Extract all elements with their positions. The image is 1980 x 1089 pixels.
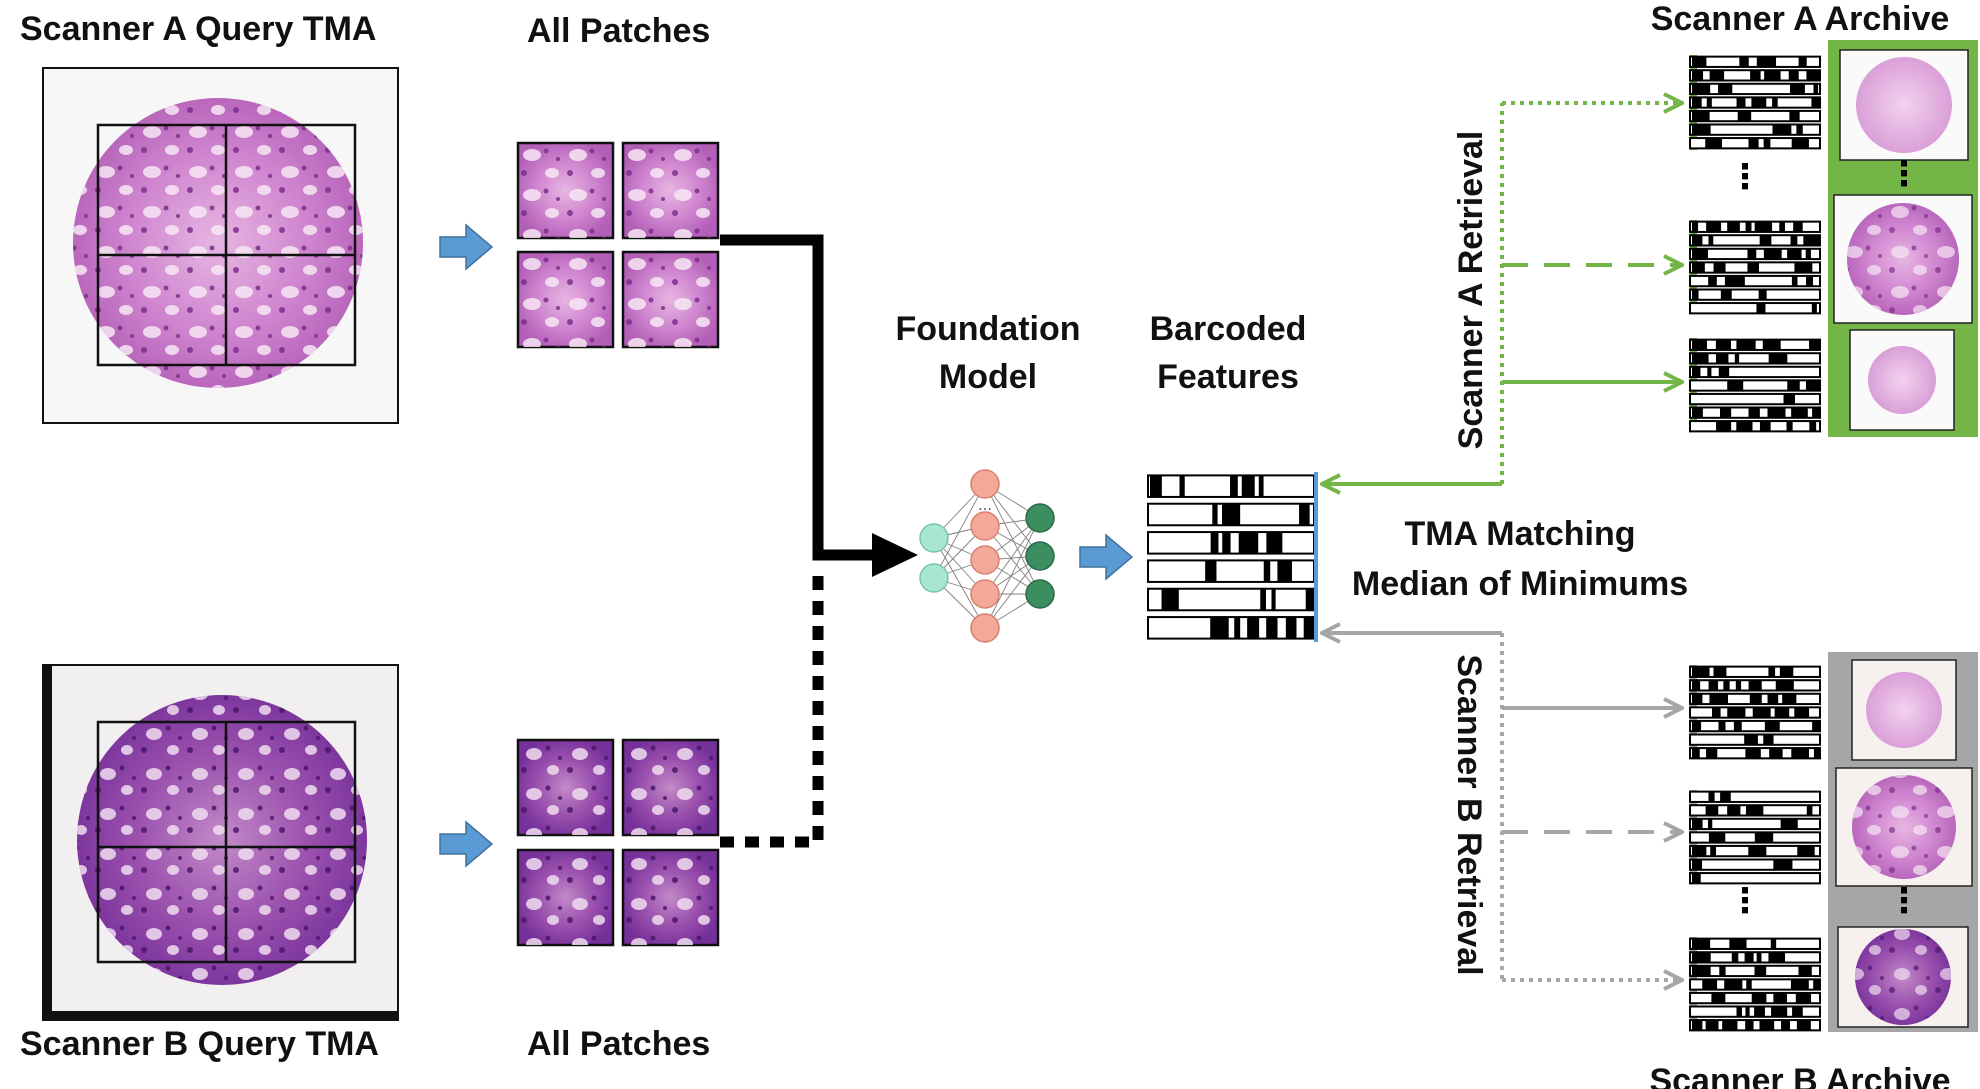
flow-arrow-icon (439, 224, 493, 270)
foundation-model-network-icon: … (919, 469, 1055, 643)
barcoded-features-title-1: Barcoded (1150, 310, 1307, 348)
archive-barcode-4 (1689, 665, 1821, 760)
barcoded-features-stripes (1147, 474, 1315, 640)
tma-matching-title: TMA Matching (1404, 515, 1635, 553)
archive-barcode-1 (1689, 55, 1821, 150)
archive-barcodes (1689, 55, 1821, 1032)
ellipsis-b-barcodes: ⋮ (1728, 881, 1762, 921)
all-patches-top-title: All Patches (527, 12, 710, 50)
scanner-b-query-tma (42, 664, 399, 1021)
archive-barcode-5 (1689, 790, 1821, 885)
scanner-a-retrieval-label: Scanner A Retrieval (1452, 131, 1490, 450)
patch-connectors (720, 234, 918, 848)
flow-arrow-icon (439, 821, 493, 867)
scanner-a-retrieval-arrows (1322, 103, 1682, 484)
flow-arrow-icon (1079, 534, 1133, 580)
all-patches-bottom-title: All Patches (527, 1025, 710, 1063)
patch-grid-b (516, 738, 720, 947)
barcoded-features-title-2: Features (1157, 358, 1299, 396)
scanner-a-query-tma (42, 67, 399, 424)
scanner-b-retrieval-arrows (1322, 633, 1682, 980)
ellipsis-a-images: ⋮ (1887, 154, 1921, 194)
median-of-minimums-title: Median of Minimums (1352, 565, 1688, 603)
patch-grid-a (516, 141, 720, 349)
archive-barcode-2 (1689, 220, 1821, 315)
scanner-a-archive (1690, 40, 1978, 437)
ellipsis-b-images: ⋮ (1887, 881, 1921, 921)
barcoded-features-barcode-icon (1147, 474, 1315, 640)
scanner-b-archive-title: Scanner B Archive (1649, 1062, 1950, 1089)
foundation-model-title-1: Foundation (895, 310, 1080, 348)
scanner-a-query-title: Scanner A Query TMA (20, 10, 376, 48)
foundation-model-title-2: Model (939, 358, 1037, 396)
ellipsis-a-barcodes: ⋮ (1728, 157, 1762, 197)
archive-barcode-3 (1689, 338, 1821, 433)
svg-text:…: … (978, 498, 992, 514)
scanner-a-archive-title: Scanner A Archive (1651, 0, 1950, 38)
scanner-b-query-title: Scanner B Query TMA (20, 1025, 379, 1063)
scanner-b-archive (1690, 652, 1978, 1032)
scanner-b-retrieval-label: Scanner B Retrieval (1450, 654, 1488, 975)
archive-barcode-6 (1689, 937, 1821, 1032)
